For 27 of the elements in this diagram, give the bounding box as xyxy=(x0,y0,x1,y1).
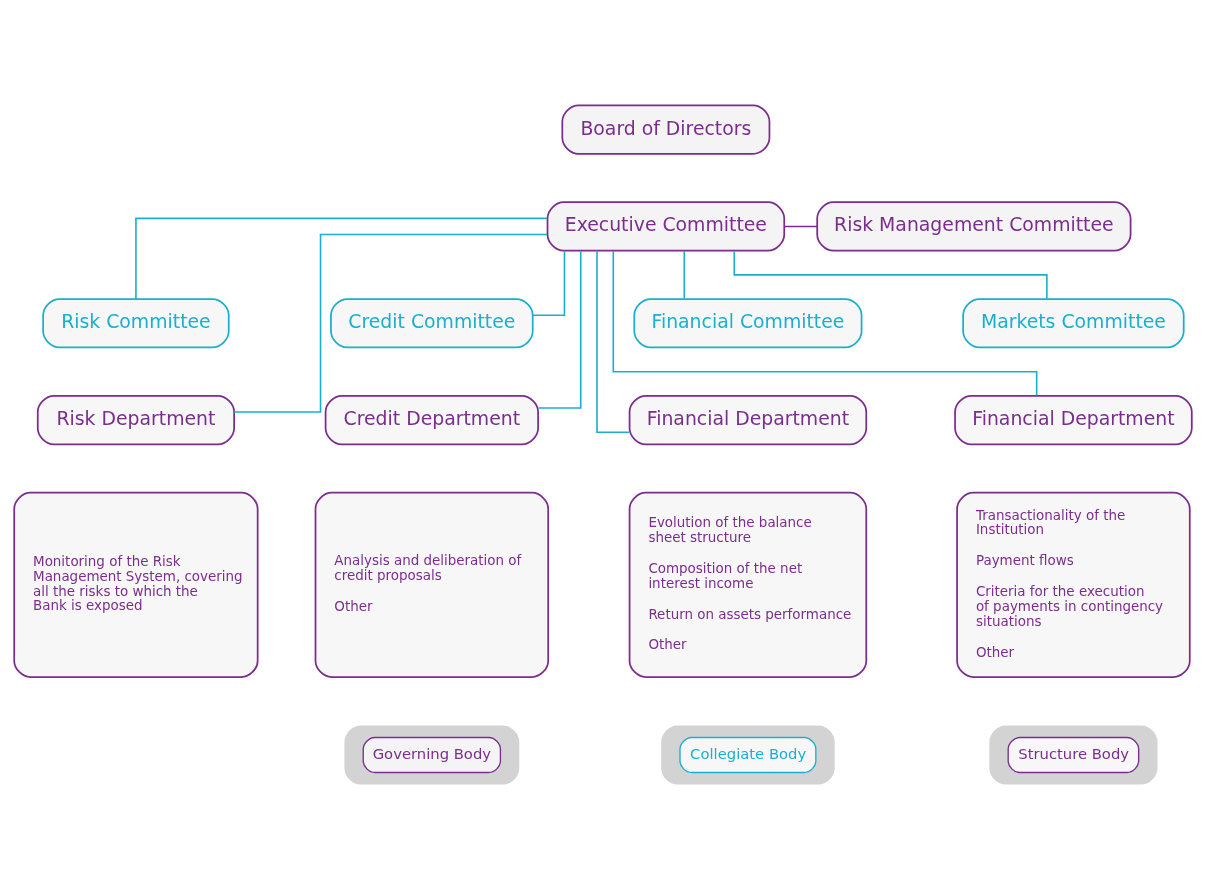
node-box: Financial Committee xyxy=(633,297,863,348)
node-box: Financial Department xyxy=(954,394,1193,445)
node-box: Monitoring of the Risk Management System, covering all the risks to which the Bank is exposed xyxy=(13,491,259,678)
node-box: Evolution of the balance sheet structure Composition of the net interest income Return on assets performance Other xyxy=(628,491,868,678)
connector xyxy=(683,249,686,299)
node-box: Transactionality of the Institution Payment flows Criteria for the execution of payments in contingency situations Other xyxy=(956,491,1191,678)
node-box: Board of Directors xyxy=(561,104,771,155)
legend-label: Structure Body xyxy=(1018,744,1130,762)
connector xyxy=(233,233,548,413)
legend-label: Governing Body xyxy=(372,744,492,762)
connector xyxy=(733,249,1048,299)
connector xyxy=(532,249,566,316)
node-box: Risk Department xyxy=(36,394,235,445)
node-box: Financial Department xyxy=(628,394,868,445)
node-box: Risk Committee xyxy=(42,297,230,348)
connector xyxy=(783,225,818,227)
legend-label: Collegiate Body xyxy=(690,744,807,762)
node-box: Credit Committee xyxy=(330,297,534,348)
connector xyxy=(596,249,631,433)
node-box: Analysis and deliberation of credit proposals Other xyxy=(314,491,550,678)
node-box: Risk Management Committee xyxy=(816,200,1132,251)
connector xyxy=(612,249,1038,396)
node-box: Credit Department xyxy=(324,394,539,445)
connector xyxy=(537,249,582,409)
node-box: Executive Committee xyxy=(546,200,786,251)
connector xyxy=(135,217,548,300)
node-box: Markets Committee xyxy=(962,297,1185,348)
